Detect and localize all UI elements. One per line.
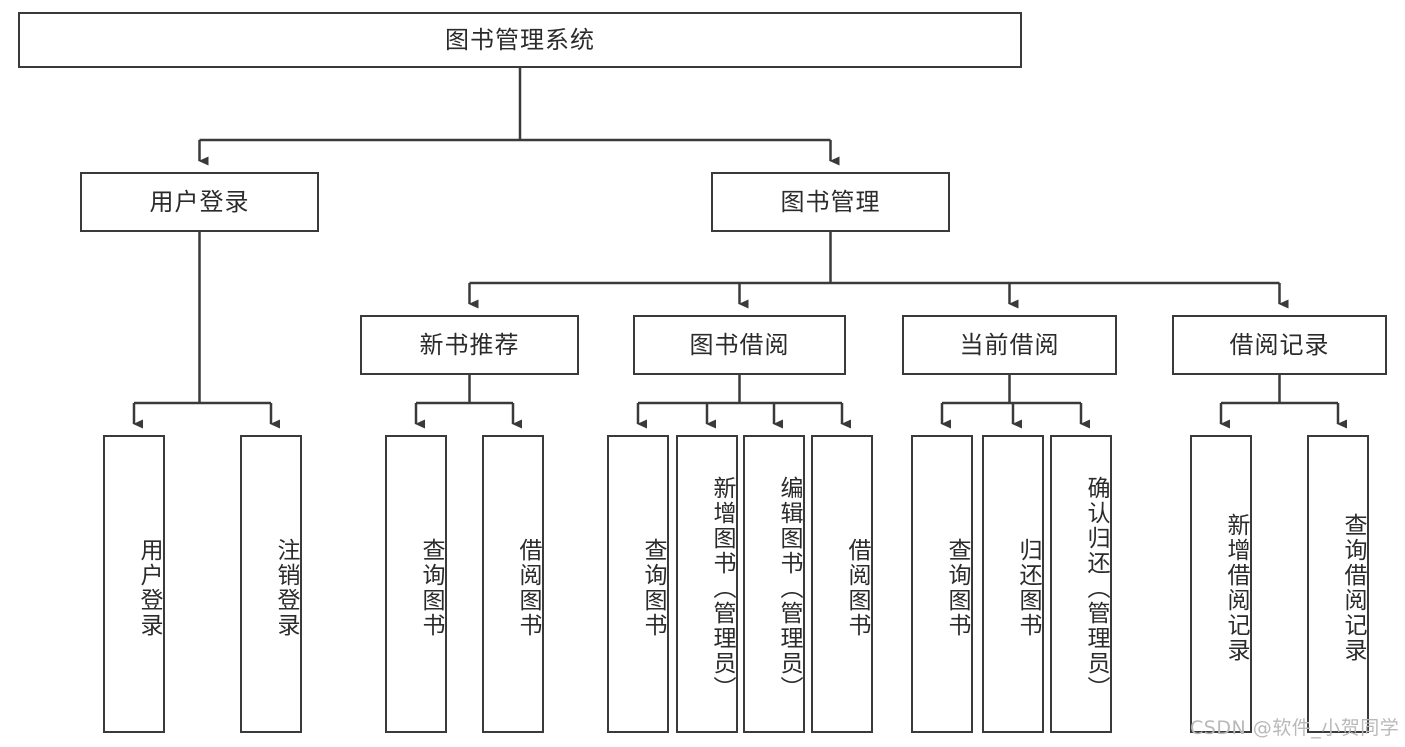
node-leaf13[interactable]: 查询借阅记录: [1307, 435, 1369, 733]
node-leaf12[interactable]: 新增借阅记录: [1190, 435, 1252, 733]
node-leaf11[interactable]: 确认归还（管理员）: [1050, 435, 1112, 733]
node-label: 新增图书（管理员）: [709, 475, 735, 701]
node-root[interactable]: 图书管理系统: [18, 12, 1022, 68]
node-borrow[interactable]: 图书借阅: [633, 315, 846, 375]
node-leaf9[interactable]: 查询图书: [911, 435, 973, 733]
node-records[interactable]: 借阅记录: [1172, 315, 1387, 375]
node-login[interactable]: 用户登录: [80, 172, 319, 232]
node-label: 新增借阅记录: [1223, 513, 1249, 663]
node-label: 用户登录: [136, 538, 162, 638]
node-label: 图书借阅: [689, 330, 790, 359]
node-leaf2[interactable]: 注销登录: [240, 435, 302, 733]
node-label: 借阅图书: [515, 538, 541, 638]
node-label: 用户登录: [149, 187, 250, 216]
node-newbook[interactable]: 新书推荐: [360, 315, 579, 375]
node-label: 查询借阅记录: [1340, 513, 1366, 663]
node-current[interactable]: 当前借阅: [902, 315, 1117, 375]
node-label: 确认归还（管理员）: [1083, 475, 1109, 701]
node-label: 注销登录: [273, 538, 299, 638]
node-label: 当前借阅: [959, 330, 1060, 359]
node-bookmgmt[interactable]: 图书管理: [711, 172, 950, 232]
node-leaf8[interactable]: 借阅图书: [811, 435, 873, 733]
node-label: 图书管理: [780, 187, 881, 216]
node-leaf3[interactable]: 查询图书: [385, 435, 447, 733]
node-label: 编辑图书（管理员）: [776, 475, 802, 701]
node-leaf6[interactable]: 新增图书（管理员）: [676, 435, 738, 733]
watermark-credit: CSDN @软件_小贺同学: [1190, 717, 1400, 739]
node-label: 图书管理系统: [445, 25, 595, 54]
node-leaf10[interactable]: 归还图书: [982, 435, 1044, 733]
node-label: 查询图书: [944, 538, 970, 638]
node-leaf4[interactable]: 借阅图书: [482, 435, 544, 733]
node-leaf1[interactable]: 用户登录: [103, 435, 165, 733]
node-label: 借阅图书: [844, 538, 870, 638]
node-leaf5[interactable]: 查询图书: [607, 435, 669, 733]
node-label: 借阅记录: [1229, 330, 1330, 359]
node-label: 查询图书: [640, 538, 666, 638]
node-label: 归还图书: [1015, 538, 1041, 638]
node-label: 查询图书: [418, 538, 444, 638]
node-leaf7[interactable]: 编辑图书（管理员）: [743, 435, 805, 733]
node-label: 新书推荐: [419, 330, 520, 359]
